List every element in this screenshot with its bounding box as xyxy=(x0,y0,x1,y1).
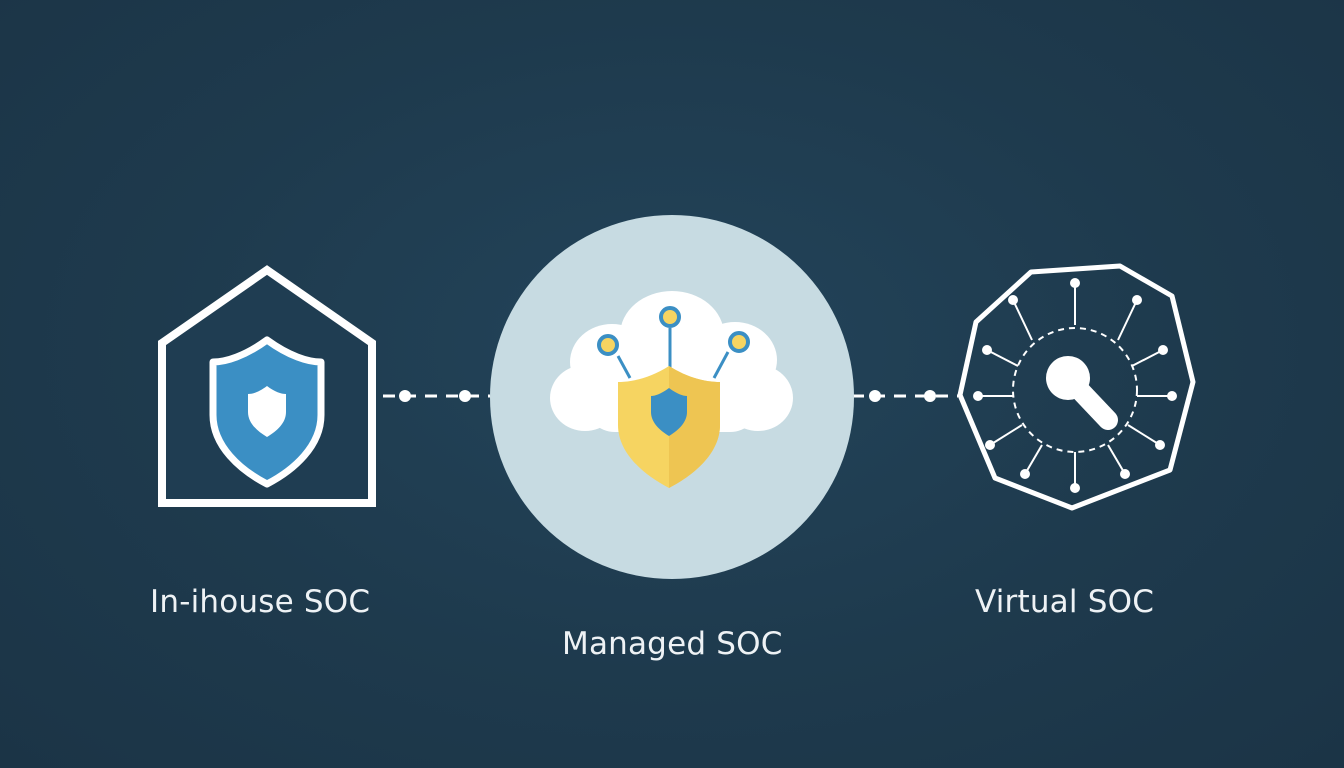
house-shield-icon xyxy=(158,265,376,507)
cloud-shield-icon xyxy=(490,215,854,579)
in-house-soc-label: In-ihouse SOC xyxy=(150,584,371,620)
connector-left xyxy=(383,390,490,402)
managed-soc-label: Managed SOC xyxy=(562,626,783,662)
connector-right xyxy=(852,390,958,402)
network-key-icon xyxy=(957,263,1196,511)
virtual-soc-label: Virtual SOC xyxy=(975,584,1155,620)
